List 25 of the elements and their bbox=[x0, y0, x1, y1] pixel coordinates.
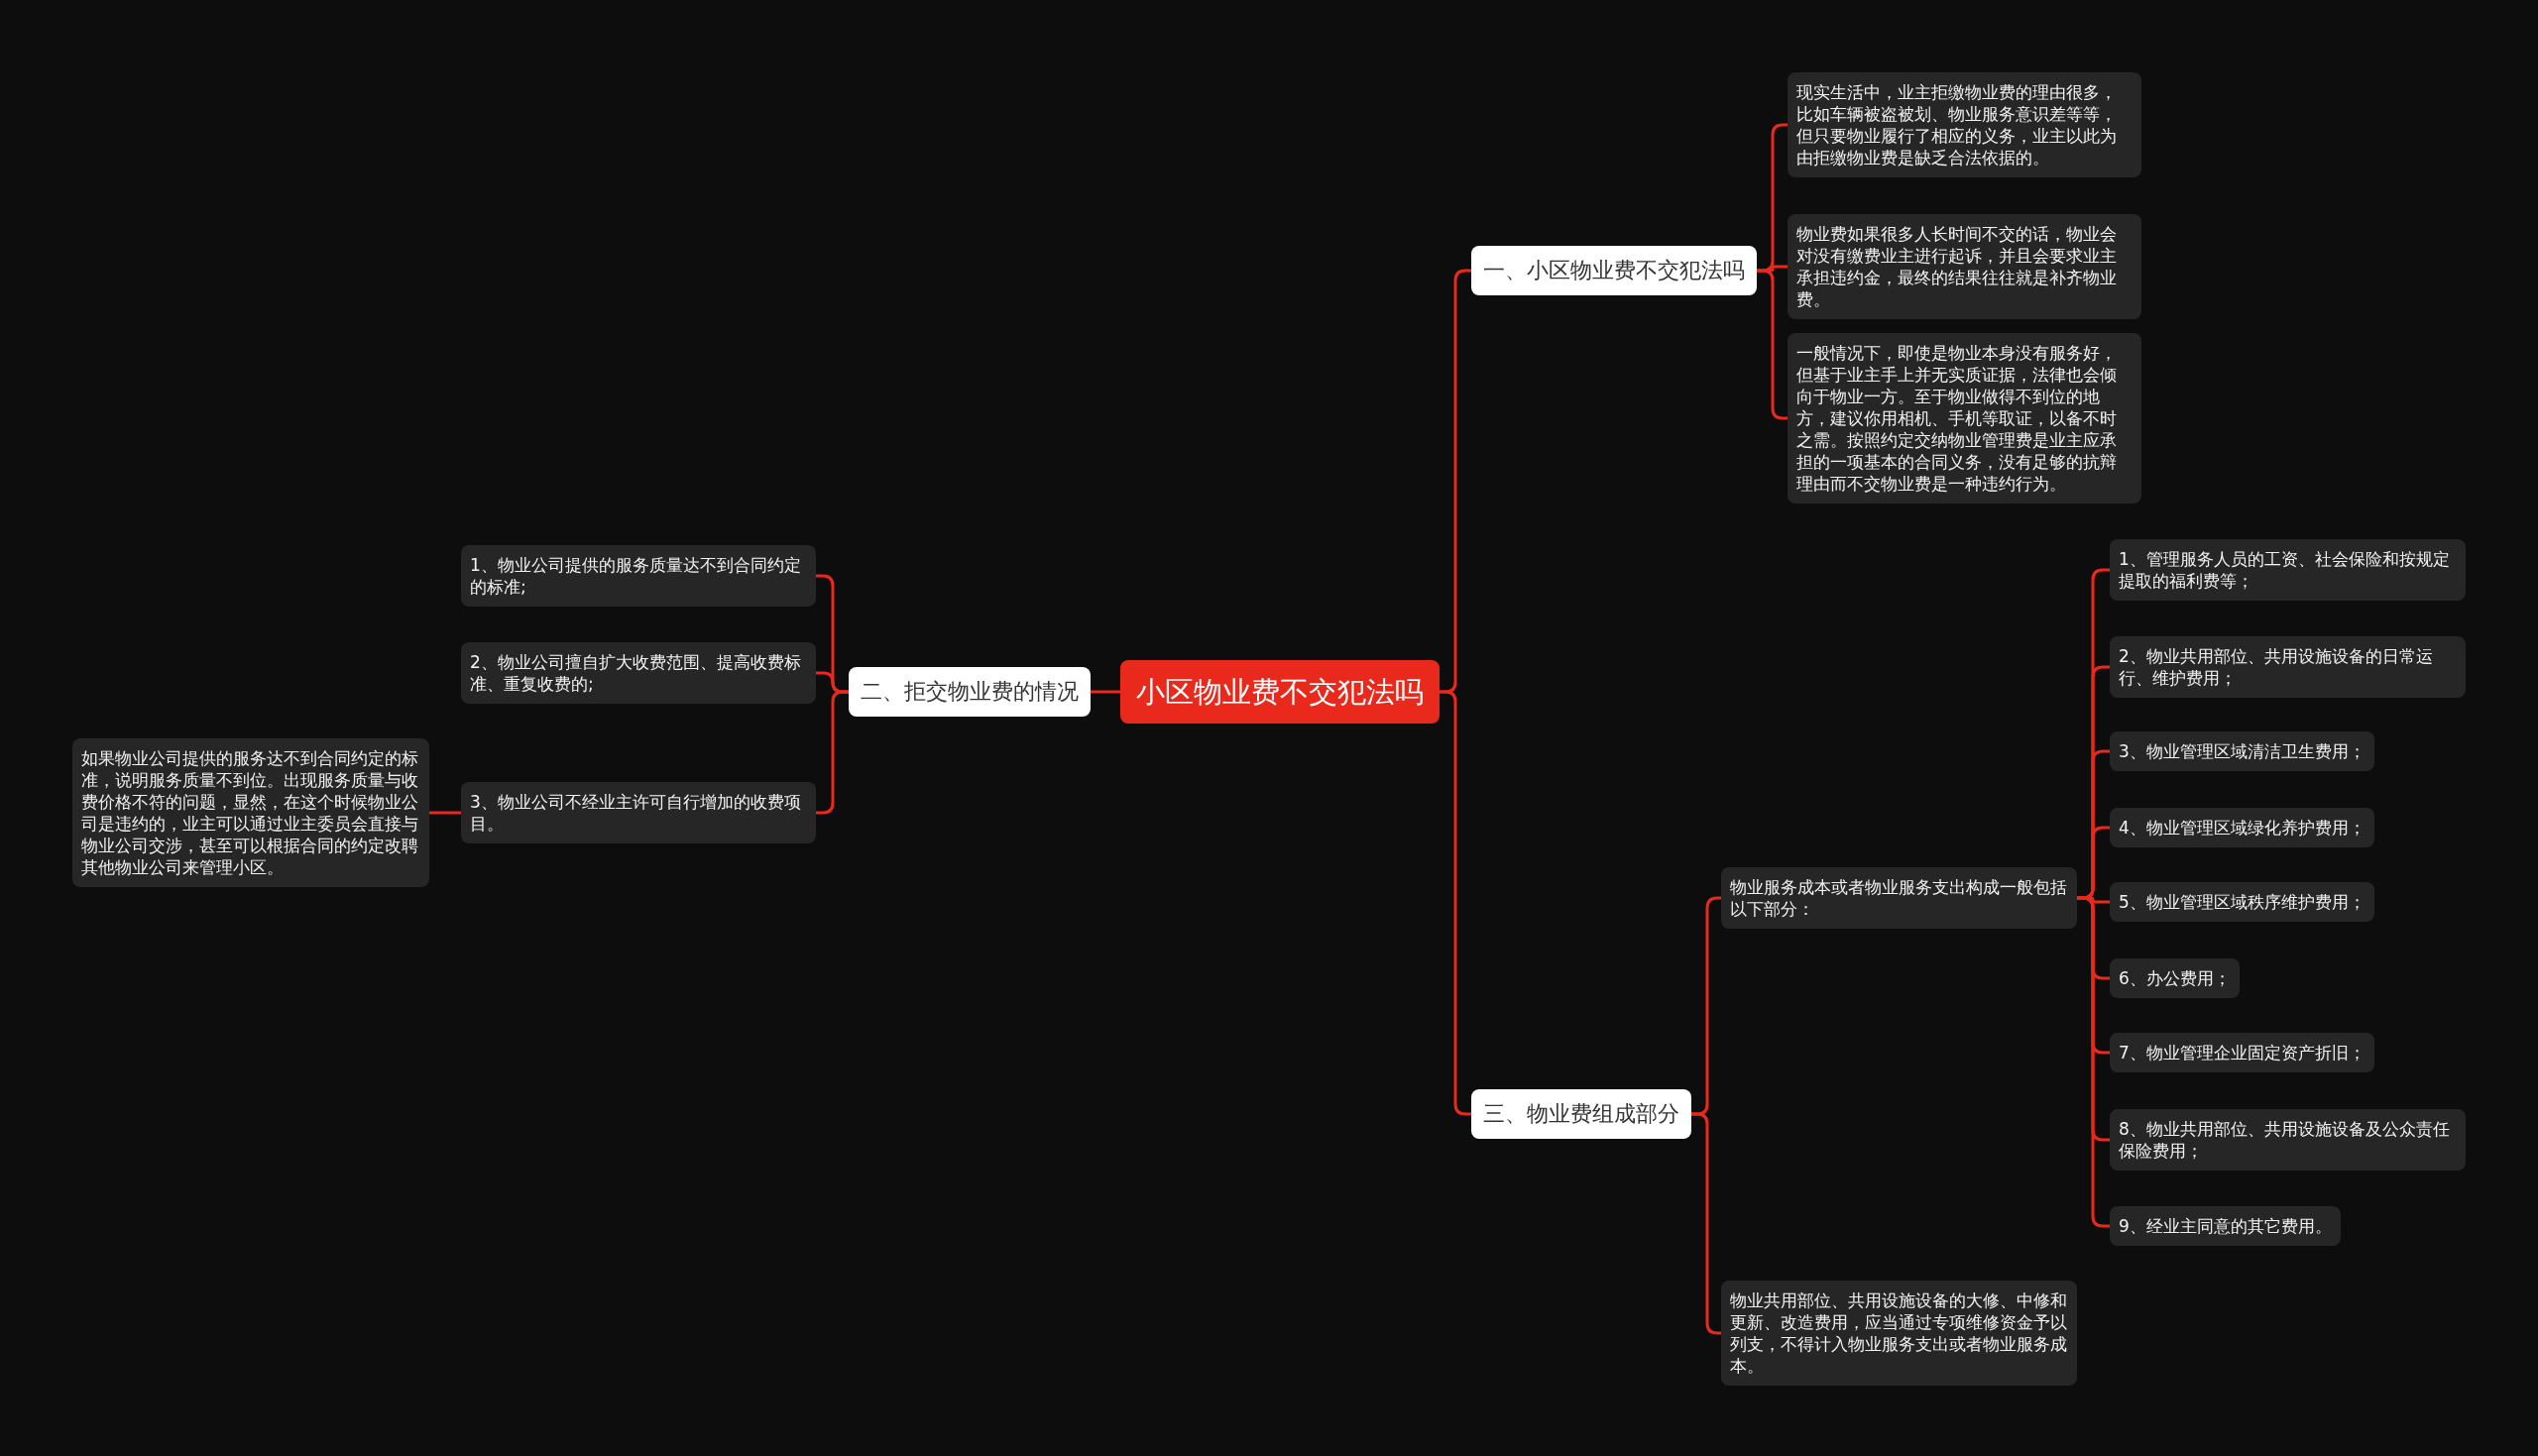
text-card: 6、办公费用； bbox=[2110, 958, 2240, 998]
central-topic-box: 小区物业费不交犯法吗 bbox=[1120, 660, 1440, 724]
text-card: 8、物业共用部位、共用设施设备及公众责任保险费用； bbox=[2110, 1109, 2466, 1171]
text-card: 物业服务成本或者物业服务支出构成一般包括以下部分： bbox=[1721, 867, 2077, 929]
text-card: 1、物业公司提供的服务质量达不到合同约定的标准; bbox=[461, 545, 816, 607]
text-card: 9、经业主同意的其它费用。 bbox=[2110, 1206, 2341, 1246]
text-card: 3、物业管理区域清洁卫生费用； bbox=[2110, 731, 2374, 771]
topic-box: 一、小区物业费不交犯法吗 bbox=[1471, 246, 1757, 295]
text-card: 3、物业公司不经业主许可自行增加的收费项目。 bbox=[461, 782, 816, 843]
connector-line bbox=[1091, 690, 1120, 694]
text-card: 现实生活中，业主拒缴物业费的理由很多，比如车辆被盗被划、物业服务意识差等等，但只要物业履行了相应的义务，业主以此为由拒缴物业费是缺乏合法依据的。 bbox=[1788, 72, 2141, 177]
text-card: 2、物业共用部位、共用设施设备的日常运行、维护费用； bbox=[2110, 636, 2466, 698]
text-card: 5、物业管理区域秩序维护费用； bbox=[2110, 882, 2374, 922]
text-card: 1、管理服务人员的工资、社会保险和按规定提取的福利费等； bbox=[2110, 539, 2466, 601]
text-card: 7、物业管理企业固定资产折旧； bbox=[2110, 1033, 2374, 1072]
topic-box: 二、拒交物业费的情况 bbox=[849, 667, 1091, 717]
text-card: 物业共用部位、共用设施设备的大修、中修和更新、改造费用，应当通过专项维修资金予以列支，不得计入物业服务支出或者物业服务成本。 bbox=[1721, 1281, 2077, 1386]
text-card: 物业费如果很多人长时间不交的话，物业会对没有缴费业主进行起诉，并且会要求业主承担违约金，最终的结果往往就是补齐物业费。 bbox=[1788, 214, 2141, 319]
text-card: 如果物业公司提供的服务达不到合同约定的标准，说明服务质量不到位。出现服务质量与收费价格不符的问题，显然，在这个时候物业公司是违约的，业主可以通过业主委员会直接与物业公司交涉，甚至可以根据合同的约定改聘其他物业公司来管理小区。 bbox=[72, 738, 429, 887]
connector-line bbox=[1440, 690, 1471, 1116]
topic-box: 三、物业费组成部分 bbox=[1471, 1089, 1691, 1139]
text-card: 4、物业管理区域绿化养护费用； bbox=[2110, 808, 2374, 847]
text-card: 2、物业公司擅自扩大收费范围、提高收费标准、重复收费的; bbox=[461, 642, 816, 704]
connector-line bbox=[429, 811, 461, 815]
text-card: 一般情况下，即使是物业本身没有服务好，但基于业主手上并无实质证据，法律也会倾向于物业一方。至于物业做得不到位的地方，建议你用相机、手机等取证，以备不时之需。按照约定交纳物业管理费是业主应承担的一项基本的合同义务，没有足够的抗辩理由而不交物业费是一种违约行为。 bbox=[1788, 333, 2141, 504]
